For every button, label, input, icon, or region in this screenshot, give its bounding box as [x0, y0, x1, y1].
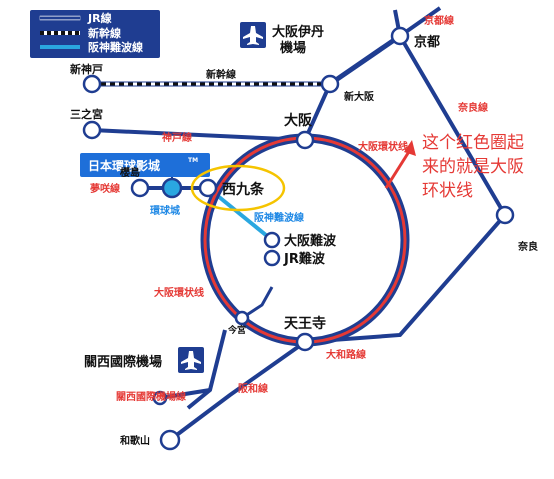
- hanwa-line: [168, 340, 307, 442]
- label-hanwa-line: 阪和線: [238, 382, 268, 395]
- annotation-line-1: 这个红色圈起: [422, 133, 524, 153]
- label-sannomiya: 三之宮: [70, 107, 103, 121]
- label-nara: 奈良: [517, 240, 538, 253]
- station-imamiya: [234, 310, 250, 326]
- station-tennoji: [295, 332, 315, 352]
- label-loop-line-top: 大阪環状线: [358, 140, 408, 153]
- label-shin-osaka: 新大阪: [344, 90, 375, 103]
- legend: JR線 新幹線 阪神難波線: [30, 10, 160, 58]
- annotation-line-2: 来的就是大阪: [422, 157, 524, 177]
- label-yamatoji-line: 大和路線: [326, 348, 366, 361]
- jr-namba-spur: [241, 286, 274, 320]
- station-sannomiya: [82, 120, 102, 140]
- label-kobe-line: 神戸線: [162, 131, 192, 144]
- nara-line: [304, 34, 508, 344]
- label-imamiya: 今宮: [227, 324, 246, 336]
- label-hanshin-namba-line: 阪神難波線: [254, 211, 304, 224]
- station-wakayama: [159, 429, 181, 451]
- usj-label: 日本環球影城: [88, 158, 160, 173]
- label-nara-line: 奈良線: [457, 101, 488, 114]
- label-sakurajima: 櫻島: [119, 166, 140, 179]
- annotation-line-3: 环状线: [422, 181, 473, 201]
- station-shin-osaka: [320, 74, 340, 94]
- legend-shinkansen: 新幹線: [88, 26, 121, 40]
- station-jr-namba: [263, 249, 281, 267]
- label-kyoto: 京都: [414, 34, 440, 50]
- label-kyoto-line: 京都線: [424, 14, 454, 27]
- label-yumesaki-line: 夢咲線: [90, 182, 120, 195]
- station-kansai-airport: [152, 390, 168, 406]
- usj-tm: TM: [188, 157, 198, 164]
- station-universal-city: [161, 177, 183, 199]
- label-kansai-airport-line: 關西國際機場線: [116, 390, 186, 403]
- label-tennoji: 天王寺: [284, 316, 326, 332]
- station-nara: [495, 205, 515, 225]
- airplane-icon: [240, 22, 266, 48]
- label-loop-line-left: 大阪環状线: [154, 286, 204, 299]
- label-jr-namba: JR難波: [283, 251, 326, 267]
- label-osaka-namba: 大阪難波: [284, 233, 337, 249]
- annotation-arrow: [384, 140, 416, 189]
- label-shin-kobe: 新神戸: [70, 62, 103, 76]
- label-nishikujo: 西九条: [222, 181, 265, 198]
- label-osaka-itami-2: 機場: [280, 40, 306, 56]
- kansai-airport-branch: [159, 388, 211, 400]
- station-osaka: [295, 130, 315, 150]
- station-osaka-namba: [263, 231, 281, 249]
- label-universal-city: 環球城: [150, 204, 180, 217]
- label-osaka-itami: 大阪伊丹: [272, 24, 324, 40]
- kobe-line: [91, 128, 306, 142]
- label-osaka: 大阪: [284, 112, 313, 129]
- legend-jr-line: JR線: [87, 11, 112, 25]
- nishikujo-highlight: [190, 164, 286, 212]
- kyoto-line: [303, 6, 442, 141]
- label-kansai-airport: 關西國際機場: [84, 354, 162, 370]
- label-shinkansen-line: 新幹線: [206, 68, 236, 81]
- station-sakurajima: [130, 178, 150, 198]
- label-wakayama: 和歌山: [119, 434, 150, 447]
- station-shin-kobe: [82, 74, 102, 94]
- station-kyoto: [390, 26, 410, 46]
- airplane-icon: [178, 347, 204, 373]
- usj-box: 日本環球影城 TM: [80, 153, 210, 177]
- station-nishikujo: [198, 178, 218, 198]
- legend-hanshin-namba: 阪神難波線: [88, 40, 143, 54]
